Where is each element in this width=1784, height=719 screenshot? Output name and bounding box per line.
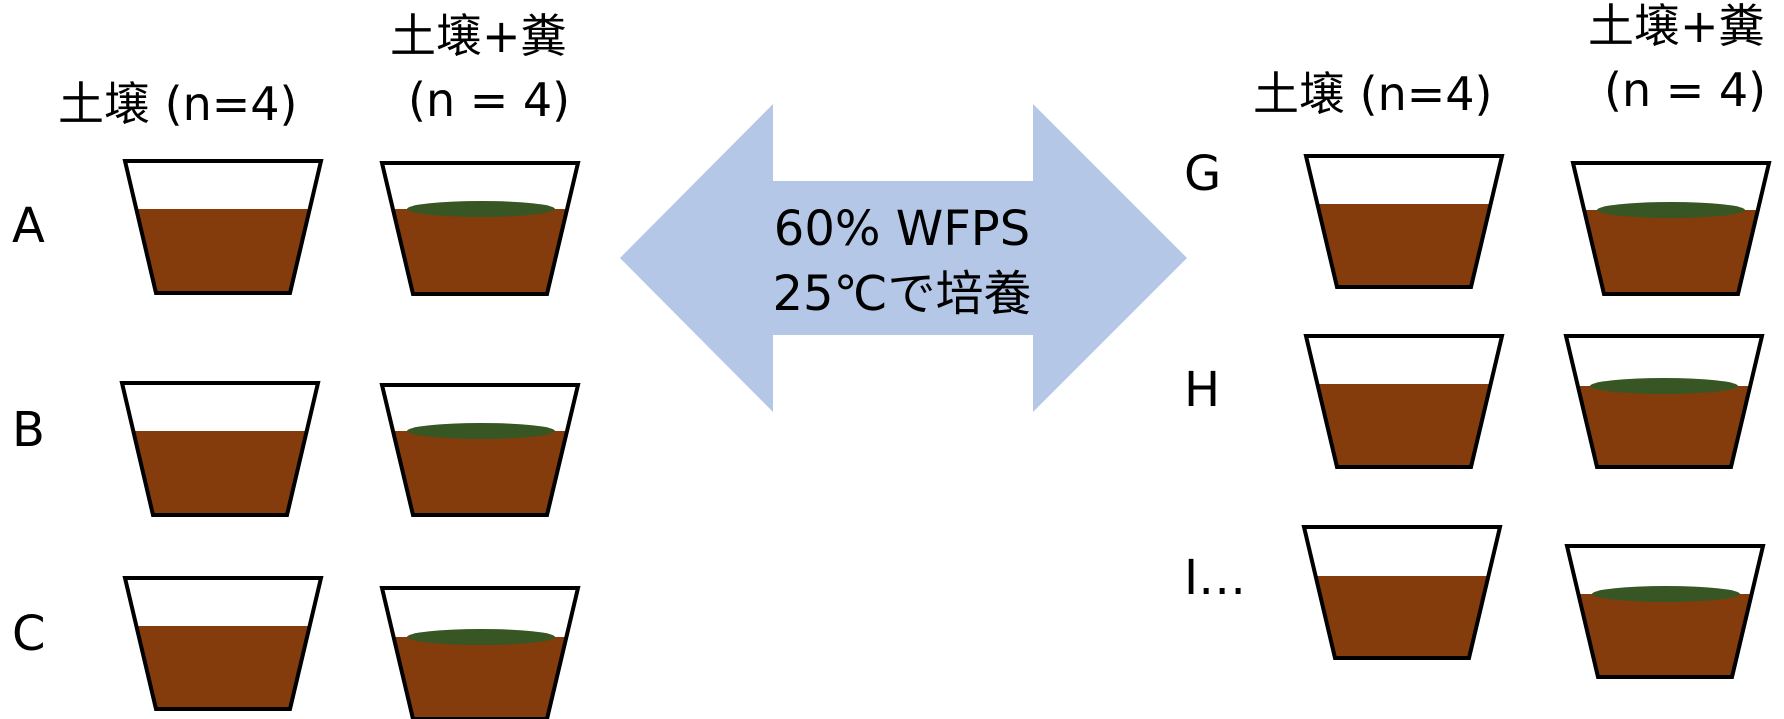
arrow-condition-line2: 25℃で培養 [773,266,1032,322]
cup-c-soil [122,576,324,711]
cup-h-soil [1303,334,1505,469]
double-headed-arrow [620,104,1187,412]
cup-b-soil [119,381,321,517]
cup-i-soil [1301,525,1503,660]
row-label-c: C [12,606,46,662]
row-label-a: A [12,198,45,254]
row-label-h: H [1184,362,1220,418]
right-soil-column-header: 土壌 (n=4) [1253,67,1492,121]
cup-b-soil-manure [379,383,581,517]
cup-h-soil-manure [1563,334,1765,469]
row-label-g: G [1184,146,1221,202]
left-mix-column-header-line2: (n = 4) [408,73,570,127]
cup-a-soil-manure [379,161,581,296]
row-label-i: I… [1184,550,1246,606]
row-label-b: B [12,402,45,458]
right-mix-column-header-line2: (n = 4) [1604,63,1766,117]
right-mix-column-header-line1: 土壌+糞 [1588,0,1765,53]
cup-g-soil-manure [1570,161,1772,296]
cup-g-soil [1303,154,1505,289]
cup-a-soil [122,159,324,295]
left-soil-column-header: 土壌 (n=4) [58,77,297,131]
cup-c-soil-manure [379,586,581,719]
arrow-condition-line1: 60% WFPS [774,201,1030,257]
left-mix-column-header-line1: 土壌+糞 [390,9,567,63]
cup-i-soil-manure [1564,544,1766,679]
